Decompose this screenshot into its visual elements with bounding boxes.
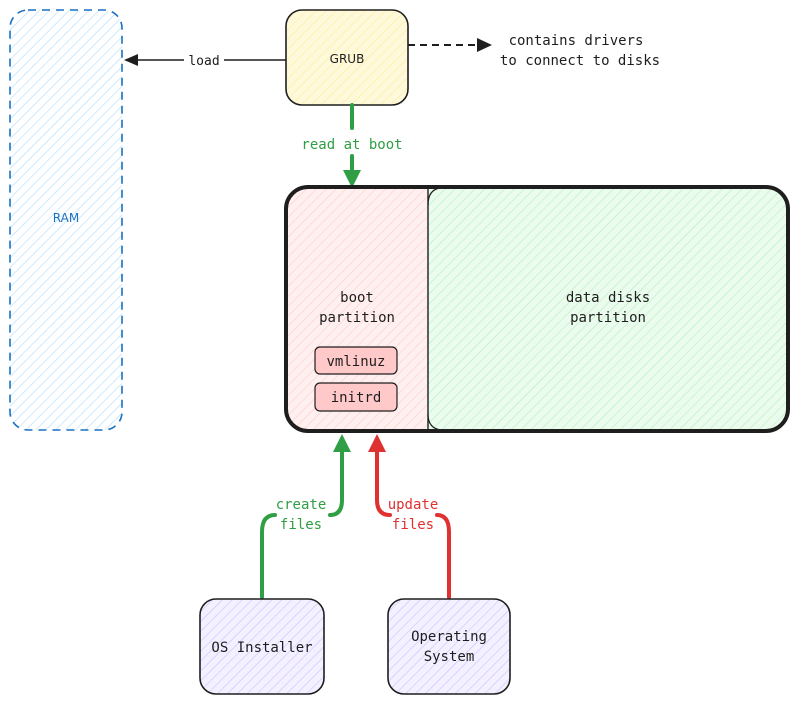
ram-node: RAM bbox=[9, 9, 123, 431]
file-vmlinuz-label: vmlinuz bbox=[326, 354, 385, 370]
edge-update-files: update files bbox=[368, 434, 451, 599]
edge-load-label: load bbox=[188, 54, 219, 69]
edge-create-files-line2: files bbox=[280, 517, 322, 533]
edge-update-files-line2: files bbox=[392, 517, 434, 533]
file-initrd-label: initrd bbox=[331, 390, 382, 406]
boot-partition-line2: partition bbox=[319, 310, 395, 326]
grub-note: contains drivers to connect to disks bbox=[500, 33, 660, 69]
data-partition: data disks partition bbox=[566, 290, 650, 326]
data-partition-line2: partition bbox=[570, 310, 646, 326]
edge-update-files-line1: update bbox=[388, 497, 439, 513]
arrowhead-icon bbox=[368, 434, 386, 452]
edge-grub-note bbox=[408, 38, 492, 52]
edge-create-files-line1: create bbox=[276, 497, 327, 513]
file-initrd: initrd bbox=[314, 382, 398, 412]
file-vmlinuz: vmlinuz bbox=[314, 346, 398, 375]
arrowhead-icon bbox=[477, 38, 492, 52]
arrowhead-icon bbox=[124, 54, 138, 66]
edge-load: load bbox=[124, 51, 286, 69]
arrowhead-icon bbox=[333, 434, 351, 452]
ram-label: RAM bbox=[53, 211, 79, 225]
edge-read-at-boot-label: read at boot bbox=[301, 137, 402, 153]
os-installer-node: OS Installer bbox=[199, 598, 325, 695]
operating-system-node: Operating System bbox=[387, 598, 511, 695]
data-partition-line1: data disks bbox=[566, 290, 650, 306]
boot-partition-line1: boot bbox=[340, 290, 374, 306]
edge-read-at-boot: read at boot bbox=[301, 103, 403, 188]
operating-system-line1: Operating bbox=[411, 629, 487, 645]
grub-note-line2: to connect to disks bbox=[500, 53, 660, 69]
os-installer-label: OS Installer bbox=[211, 640, 312, 656]
operating-system-line2: System bbox=[424, 649, 475, 665]
boot-partition: boot partition bbox=[319, 290, 395, 326]
grub-note-line1: contains drivers bbox=[509, 33, 644, 49]
grub-label: GRUB bbox=[330, 52, 365, 66]
edge-create-files: create files bbox=[260, 434, 351, 599]
grub-node: GRUB bbox=[285, 9, 409, 106]
arrowhead-icon bbox=[343, 170, 361, 188]
